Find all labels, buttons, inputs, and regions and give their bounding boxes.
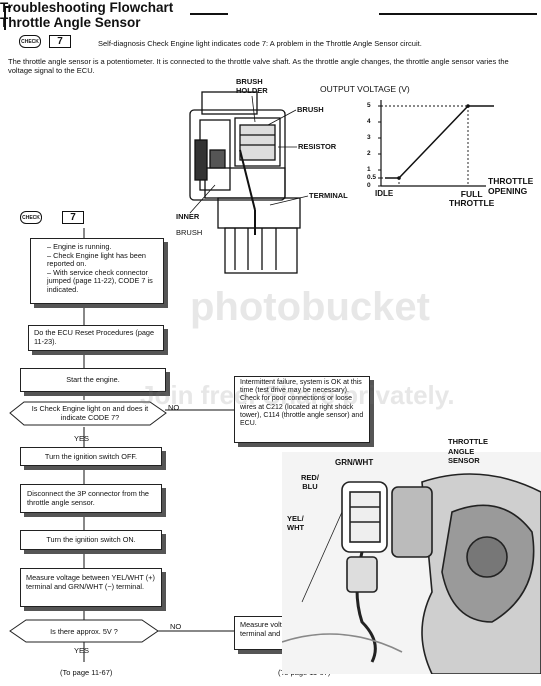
title-rule-right: [379, 13, 537, 15]
chart-x-label-idle: IDLE: [375, 189, 394, 198]
decision2-yes: YES: [74, 646, 90, 655]
chart-y-tick-label: 4: [367, 118, 371, 125]
wire-label-yel-wht: YEL/ WHT: [287, 514, 305, 532]
header-corner: [4, 6, 11, 30]
goto-page-left: (To page 11-67): [60, 668, 113, 677]
start-condition-item: – Check Engine light has been reported o…: [47, 250, 146, 269]
label-brush: BRUSH: [297, 105, 324, 114]
chart-x-label-full: FULL THROTTLE: [449, 189, 495, 208]
intro-description: The throttle angle sensor is a potentiom…: [8, 57, 509, 75]
title-rule: [190, 13, 228, 15]
step-start-engine: Start the engine.: [20, 368, 166, 392]
watermark-slogan: Join free. Share privately.: [140, 380, 455, 410]
label-terminal: TERMINAL: [309, 191, 348, 200]
label-inner: INNER: [176, 212, 200, 221]
code-display: 7: [49, 35, 71, 48]
chart-y-tick-label: 3: [367, 134, 371, 141]
code-display-2: 7: [62, 211, 84, 224]
label-brush-2: BRUSH: [176, 228, 203, 237]
chart-y-tick-label: 0.5: [367, 174, 377, 181]
check-engine-icon: CHECK: [19, 35, 41, 48]
page-title-left: Troubleshooting Flowchart: [0, 0, 174, 15]
output-chart-title: OUTPUT VOLTAGE (V): [320, 84, 410, 94]
intro-code-text: Self-diagnosis Check Engine light indica…: [98, 39, 422, 48]
chart-x-label-opening: THROTTLE OPENING: [488, 176, 534, 196]
check-engine-icon-2: CHECK: [20, 211, 42, 224]
intro-code-indicator: CHECK 7: [19, 35, 71, 48]
intermittent-failure-box: Intermittent failure, system is OK at th…: [234, 376, 370, 443]
watermark-brand: photobucket: [190, 285, 430, 329]
start-conditions-box: – Engine is running.– Check Engine light…: [30, 238, 164, 304]
chart-series-line: [385, 105, 494, 179]
decision-approx-5v: Is there approx. 5V ?: [50, 627, 118, 636]
decision1-no: NO: [168, 403, 180, 412]
step-measure-voltage: Measure voltage between YEL/WHT (+) term…: [20, 568, 162, 607]
label-brush-holder: BRUSH HOLDER: [236, 77, 268, 95]
throttle-angle-sensor-label: THROTTLE ANGLE SENSOR: [448, 437, 488, 465]
page-title-right: Throttle Angle Sensor: [0, 15, 141, 30]
step-ignition-off: Turn the ignition switch OFF.: [20, 447, 162, 466]
step-ignition-on: Turn the ignition switch ON.: [20, 530, 162, 550]
connector-photo: [282, 452, 541, 674]
start-conditions-list: – Engine is running.– Check Engine light…: [37, 242, 159, 295]
wire-label-red-blu: RED/ BLU: [301, 473, 319, 491]
label-resistor: RESISTOR: [298, 142, 337, 151]
start-condition-item: – Engine is running.: [47, 242, 112, 251]
step-ecu-reset: Do the ECU Reset Procedures (page 11-23)…: [28, 325, 164, 351]
flow-code-indicator: CHECK 7: [20, 211, 84, 224]
decision2-no: NO: [170, 622, 182, 631]
decision-check-engine-light: Is Check Engine light on and does it ind…: [31, 404, 149, 422]
chart-y-tick-label: 2: [367, 150, 371, 157]
chart-y-tick-label: 1: [367, 166, 371, 173]
step-disconnect-connector: Disconnect the 3P connector from the thr…: [20, 484, 162, 513]
decision1-yes: YES: [74, 434, 90, 443]
chart-y-tick-label: 0: [367, 182, 371, 189]
wire-label-grn-wht: GRN/WHT: [335, 458, 374, 467]
start-condition-item: – With service check connector jumped (p…: [47, 267, 153, 294]
chart-y-tick-label: 5: [367, 102, 371, 109]
